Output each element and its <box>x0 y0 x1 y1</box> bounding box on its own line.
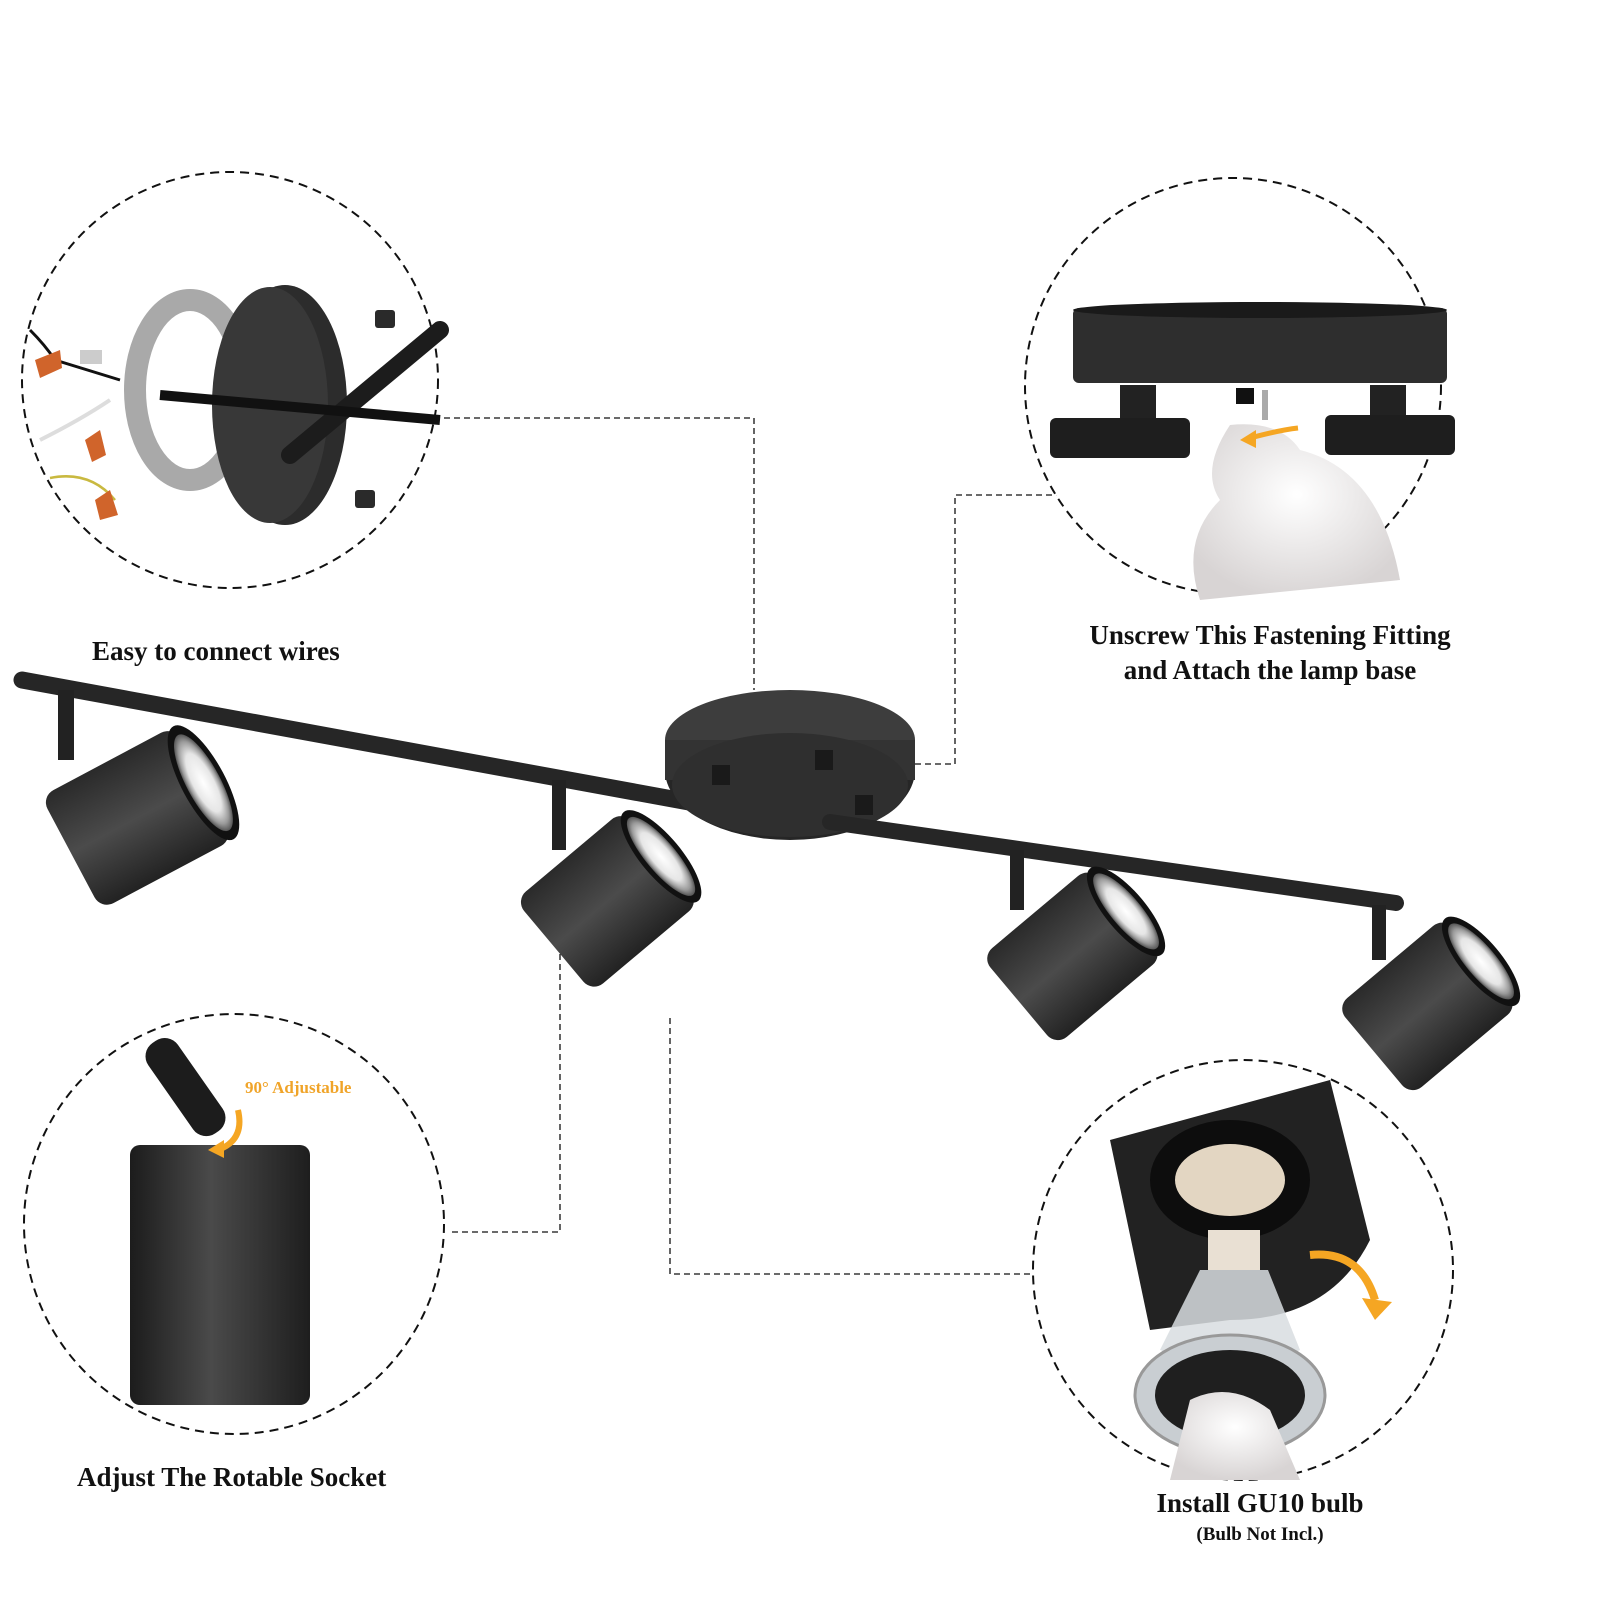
spotlight-4 <box>1342 905 1521 1091</box>
caption-unscrew-line2: and Attach the lamp base <box>1123 655 1417 685</box>
ceiling-canopy <box>665 690 915 840</box>
track-fixture <box>13 671 1521 1091</box>
caption-unscrew-line1: Unscrew This Fastening Fitting <box>1089 620 1451 650</box>
caption-socket: Adjust The Rotable Socket <box>77 1462 387 1492</box>
spotlight-3 <box>987 850 1166 1041</box>
adjustable-annotation: 90° Adjustable <box>245 1078 352 1097</box>
detail-circle-wires <box>21 171 449 589</box>
detail-circle-bulb <box>1032 1059 1454 1481</box>
detail-circle-socket <box>23 1013 445 1435</box>
caption-unscrew: Unscrew This Fastening Fitting and Attac… <box>1060 618 1480 688</box>
caption-gu10-subtitle: (Bulb Not Incl.) <box>1196 1524 1324 1545</box>
caption-gu10: Install GU10 bulb <box>1156 1488 1364 1518</box>
caption-wires: Easy to connect wires <box>92 636 340 666</box>
spotlight-1 <box>45 690 240 905</box>
spotlight-2 <box>520 780 702 987</box>
detail-circle-unscrew <box>1024 177 1455 600</box>
